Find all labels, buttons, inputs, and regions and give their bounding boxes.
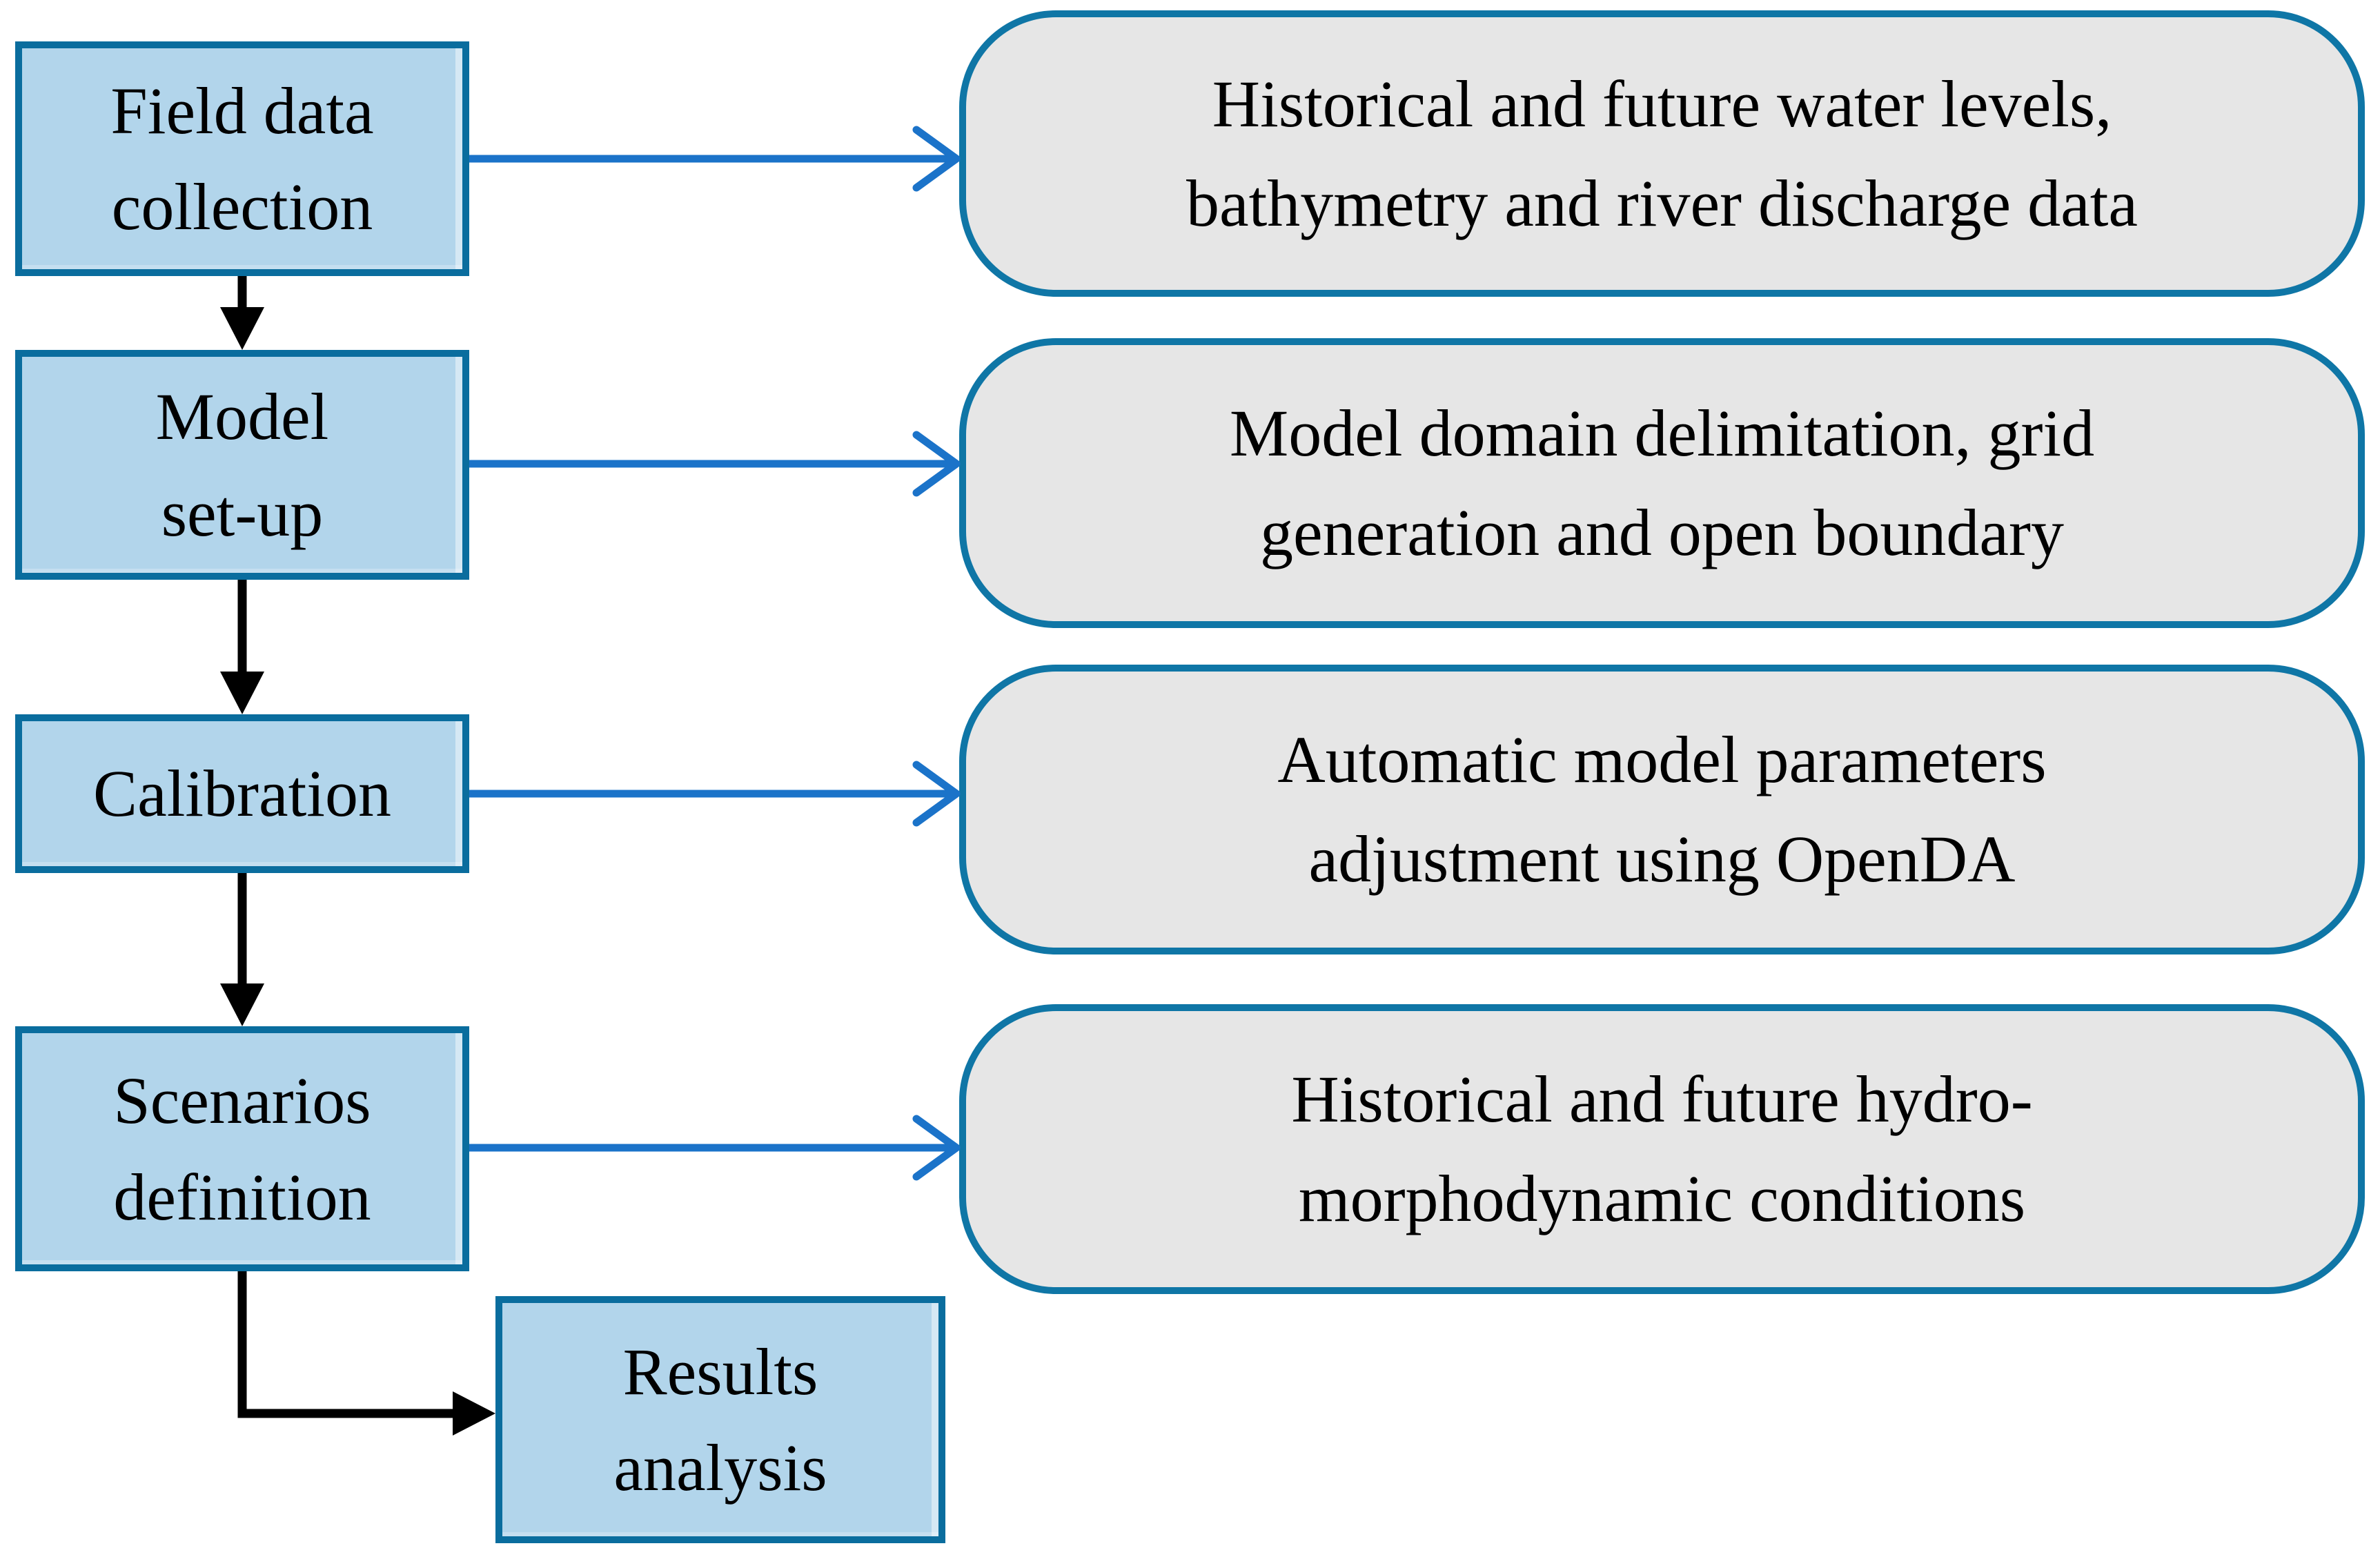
black-arrow-model-set-up-to-calibration [220,580,264,714]
step-box-field-data-collection: Field data collection [15,41,469,276]
blue-arrow-scenarios-to-output [469,1115,961,1181]
blue-arrow-model-set-up-to-output [469,431,961,497]
output-label-hydro-morphodynamic-conditions: Historical and future hydro- morphodynam… [1291,1062,2033,1235]
blue-arrow-calibration-to-output [469,761,961,827]
step-label-scenarios-definition: Scenarios definition [113,1064,371,1234]
black-arrow-calibration-to-scenarios [220,873,264,1026]
output-box-water-levels-data: Historical and future water levels, bath… [959,10,2365,297]
step-label-model-set-up: Model set-up [155,380,329,550]
output-box-domain-grid-boundary: Model domain delimitation, grid generati… [959,338,2365,628]
step-box-scenarios-definition: Scenarios definition [15,1026,469,1271]
black-elbow-arrow-scenarios-to-results [237,1271,495,1436]
output-label-openda-adjustment: Automatic model parameters adjustment us… [1277,723,2047,896]
output-label-water-levels-data: Historical and future water levels, bath… [1186,66,2138,240]
output-box-hydro-morphodynamic-conditions: Historical and future hydro- morphodynam… [959,1004,2365,1294]
blue-arrow-field-data-to-output [469,126,961,192]
black-arrow-field-data-to-model-set-up [220,276,264,350]
output-label-domain-grid-boundary: Model domain delimitation, grid generati… [1229,396,2095,569]
step-label-results-analysis: Results analysis [613,1334,827,1505]
step-box-calibration: Calibration [15,714,469,873]
step-label-calibration: Calibration [93,756,391,831]
step-box-results-analysis: Results analysis [495,1296,945,1543]
step-box-model-set-up: Model set-up [15,350,469,580]
step-label-field-data-collection: Field data collection [110,73,374,244]
output-box-openda-adjustment: Automatic model parameters adjustment us… [959,665,2365,954]
